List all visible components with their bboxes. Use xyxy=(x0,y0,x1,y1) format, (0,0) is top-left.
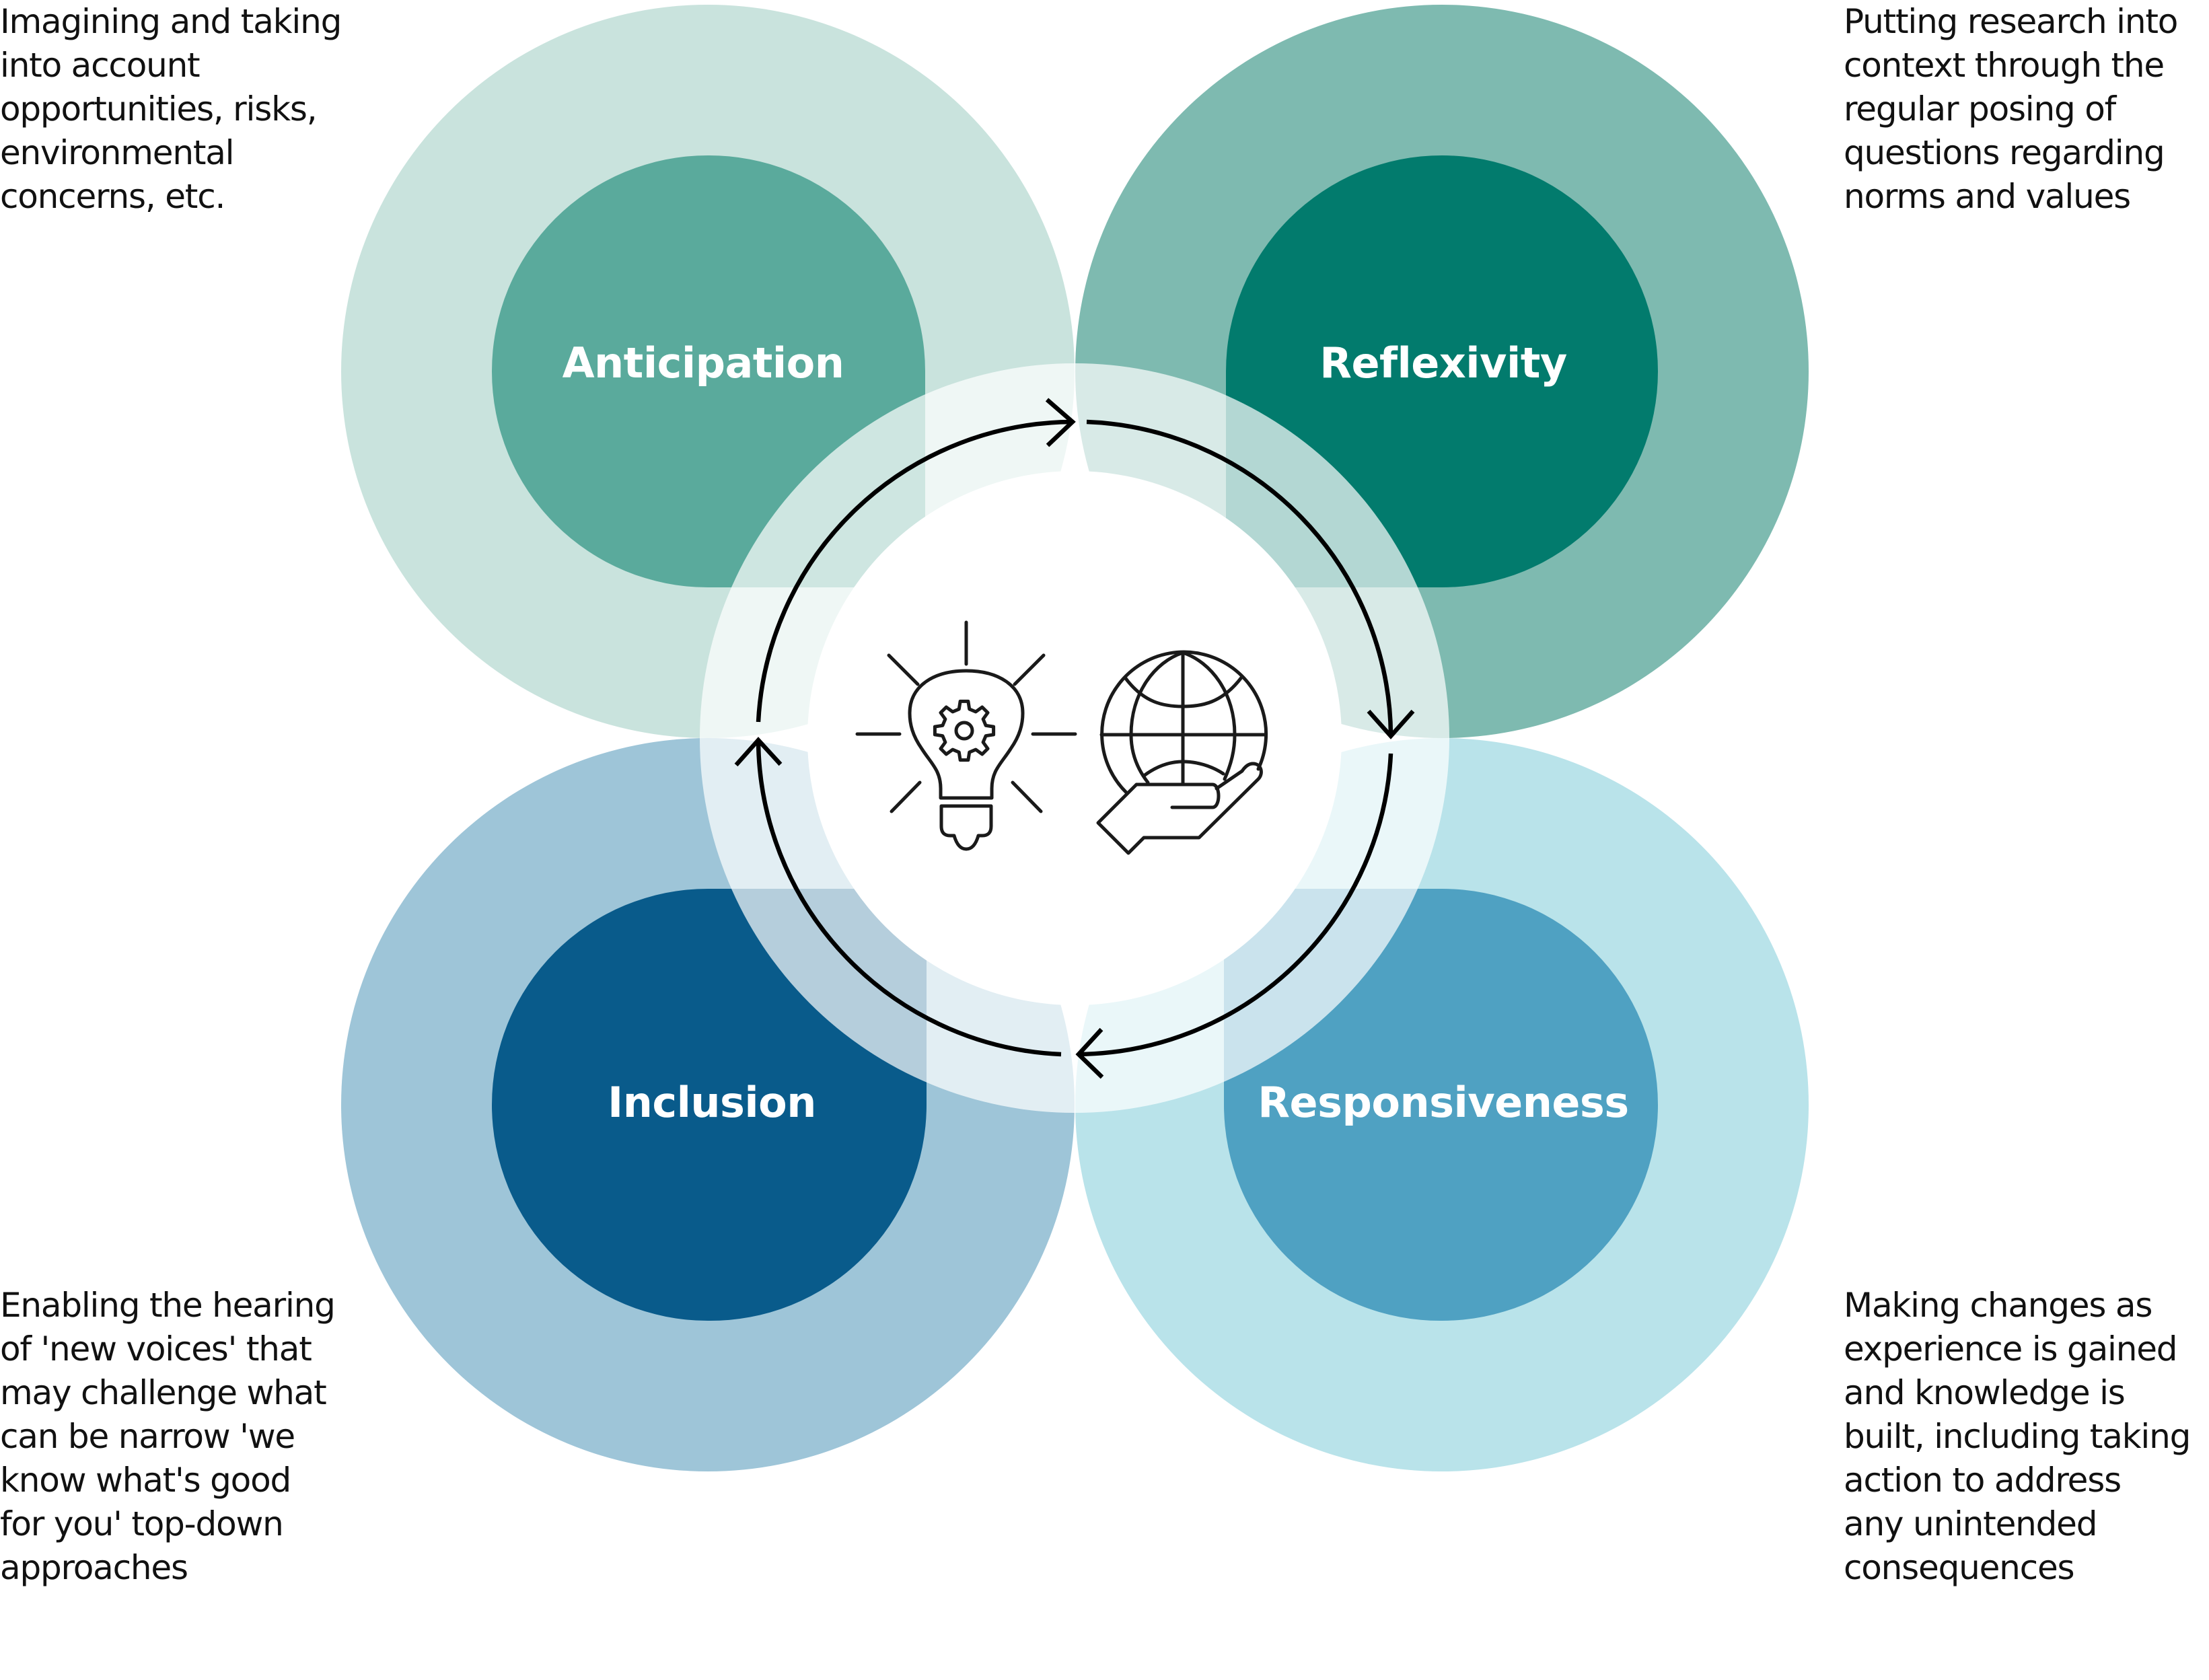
cycle-arc-right-to-bottom xyxy=(1077,753,1393,1057)
label-anticipation: Anticipation xyxy=(563,338,844,388)
gear-hole xyxy=(954,721,974,741)
cycle-arc-top-to-right xyxy=(1086,419,1393,735)
light-ray xyxy=(890,780,922,813)
description-line: context through the xyxy=(1844,46,2165,85)
description-reflexivity: Putting research into context through th… xyxy=(1844,0,2178,219)
description-line: environmental xyxy=(0,133,235,172)
description-line: Making changes as xyxy=(1844,1286,2152,1325)
description-line: can be narrow 'we xyxy=(0,1417,295,1456)
label-reflexivity: Reflexivity xyxy=(1319,338,1567,388)
cycle-arc-left-to-top xyxy=(756,419,1073,723)
description-anticipation: Imagining and taking into account opport… xyxy=(0,0,342,219)
light-ray xyxy=(887,653,920,686)
globe-latitude-top xyxy=(1123,675,1243,708)
cycle-arc-bottom-to-left xyxy=(756,739,1062,1057)
arrowhead-bottom xyxy=(1075,1027,1104,1079)
description-line: concerns, etc. xyxy=(0,177,225,216)
light-ray xyxy=(1013,653,1046,686)
center-disc xyxy=(807,471,1342,1005)
arrowhead-left xyxy=(734,737,783,767)
description-line: norms and values xyxy=(1844,177,2131,216)
description-line: regular posing of xyxy=(1844,89,2116,129)
description-line: may challenge what xyxy=(0,1373,327,1412)
description-line: of 'new voices' that xyxy=(0,1329,312,1368)
arrowhead-top xyxy=(1045,398,1076,447)
light-ray xyxy=(1011,780,1043,813)
description-line: experience is gained xyxy=(1844,1329,2178,1368)
description-line: questions regarding xyxy=(1844,133,2165,172)
globe-in-hand-icon xyxy=(1096,650,1268,855)
description-line: opportunities, risks, xyxy=(0,89,318,129)
label-inclusion: Inclusion xyxy=(608,1078,816,1127)
description-line: approaches xyxy=(0,1548,188,1587)
description-line: any unintended xyxy=(1844,1504,2097,1543)
label-responsiveness: Responsiveness xyxy=(1258,1078,1628,1127)
description-line: consequences xyxy=(1844,1548,2075,1587)
bulb-base xyxy=(939,804,993,851)
description-line: and knowledge is xyxy=(1844,1373,2126,1412)
description-line: action to address xyxy=(1844,1461,2122,1500)
description-line: built, including taking xyxy=(1844,1417,2191,1456)
globe-outline xyxy=(1100,650,1268,795)
circular-arrows-icon xyxy=(734,398,1415,1079)
description-line: for you' top-down xyxy=(0,1504,284,1543)
description-line: Enabling the hearing xyxy=(0,1286,336,1325)
bulb-glass xyxy=(908,669,1025,800)
description-responsiveness: Making changes as experience is gained a… xyxy=(1844,1284,2191,1590)
description-line: Imagining and taking xyxy=(0,2,342,41)
description-line: into account xyxy=(0,46,201,85)
globe-latitude-bottom xyxy=(1142,760,1225,778)
lightbulb-gear-icon xyxy=(855,620,1077,851)
description-line: Putting research into xyxy=(1844,2,2178,41)
arrowhead-right xyxy=(1367,709,1415,739)
description-inclusion: Enabling the hearing of 'new voices' tha… xyxy=(0,1284,336,1590)
hand-icon xyxy=(1096,762,1263,855)
description-line: know what's good xyxy=(0,1461,291,1500)
gear-icon xyxy=(933,699,996,762)
